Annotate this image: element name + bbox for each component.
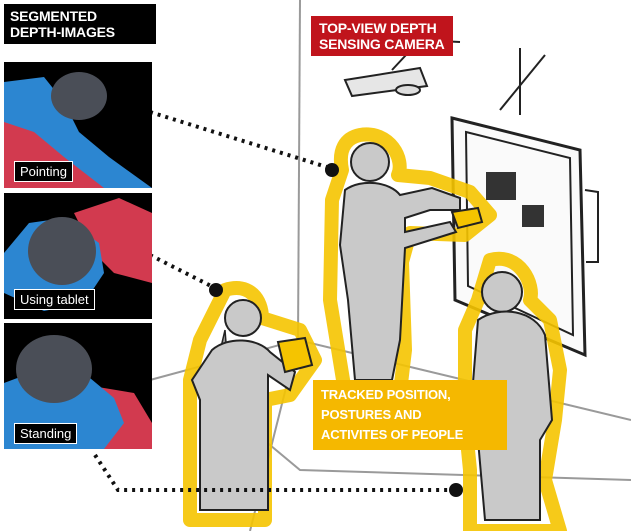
title-line: SEGMENTED bbox=[10, 8, 150, 24]
title-line: TRACKED POSITION, bbox=[321, 385, 499, 405]
screen-tile bbox=[522, 205, 544, 227]
screen-tile bbox=[486, 172, 516, 200]
tracked-position-label: TRACKED POSITION, POSTURES AND ACTIVITES… bbox=[313, 380, 507, 450]
person-using-tablet bbox=[190, 288, 315, 520]
title-line: SENSING CAMERA bbox=[319, 36, 445, 52]
title-line: DEPTH-IMAGES bbox=[10, 24, 150, 40]
title-line: ACTIVITES OF PEOPLE bbox=[321, 425, 499, 445]
caption-pointing: Pointing bbox=[14, 161, 73, 182]
caption-standing: Standing bbox=[14, 423, 77, 444]
title-line: POSTURES AND bbox=[321, 405, 499, 425]
tablet-icon bbox=[278, 338, 312, 372]
caption-using-tablet: Using tablet bbox=[14, 289, 95, 310]
depth-panel-pointing: Pointing bbox=[4, 62, 152, 188]
depth-panel-using-tablet: Using tablet bbox=[4, 193, 152, 319]
segmented-depth-images-title: SEGMENTED DEPTH-IMAGES bbox=[4, 4, 156, 44]
depth-camera-label: TOP-VIEW DEPTH SENSING CAMERA bbox=[311, 16, 453, 56]
depth-panel-standing: Standing bbox=[4, 323, 152, 449]
title-line: TOP-VIEW DEPTH bbox=[319, 20, 445, 36]
